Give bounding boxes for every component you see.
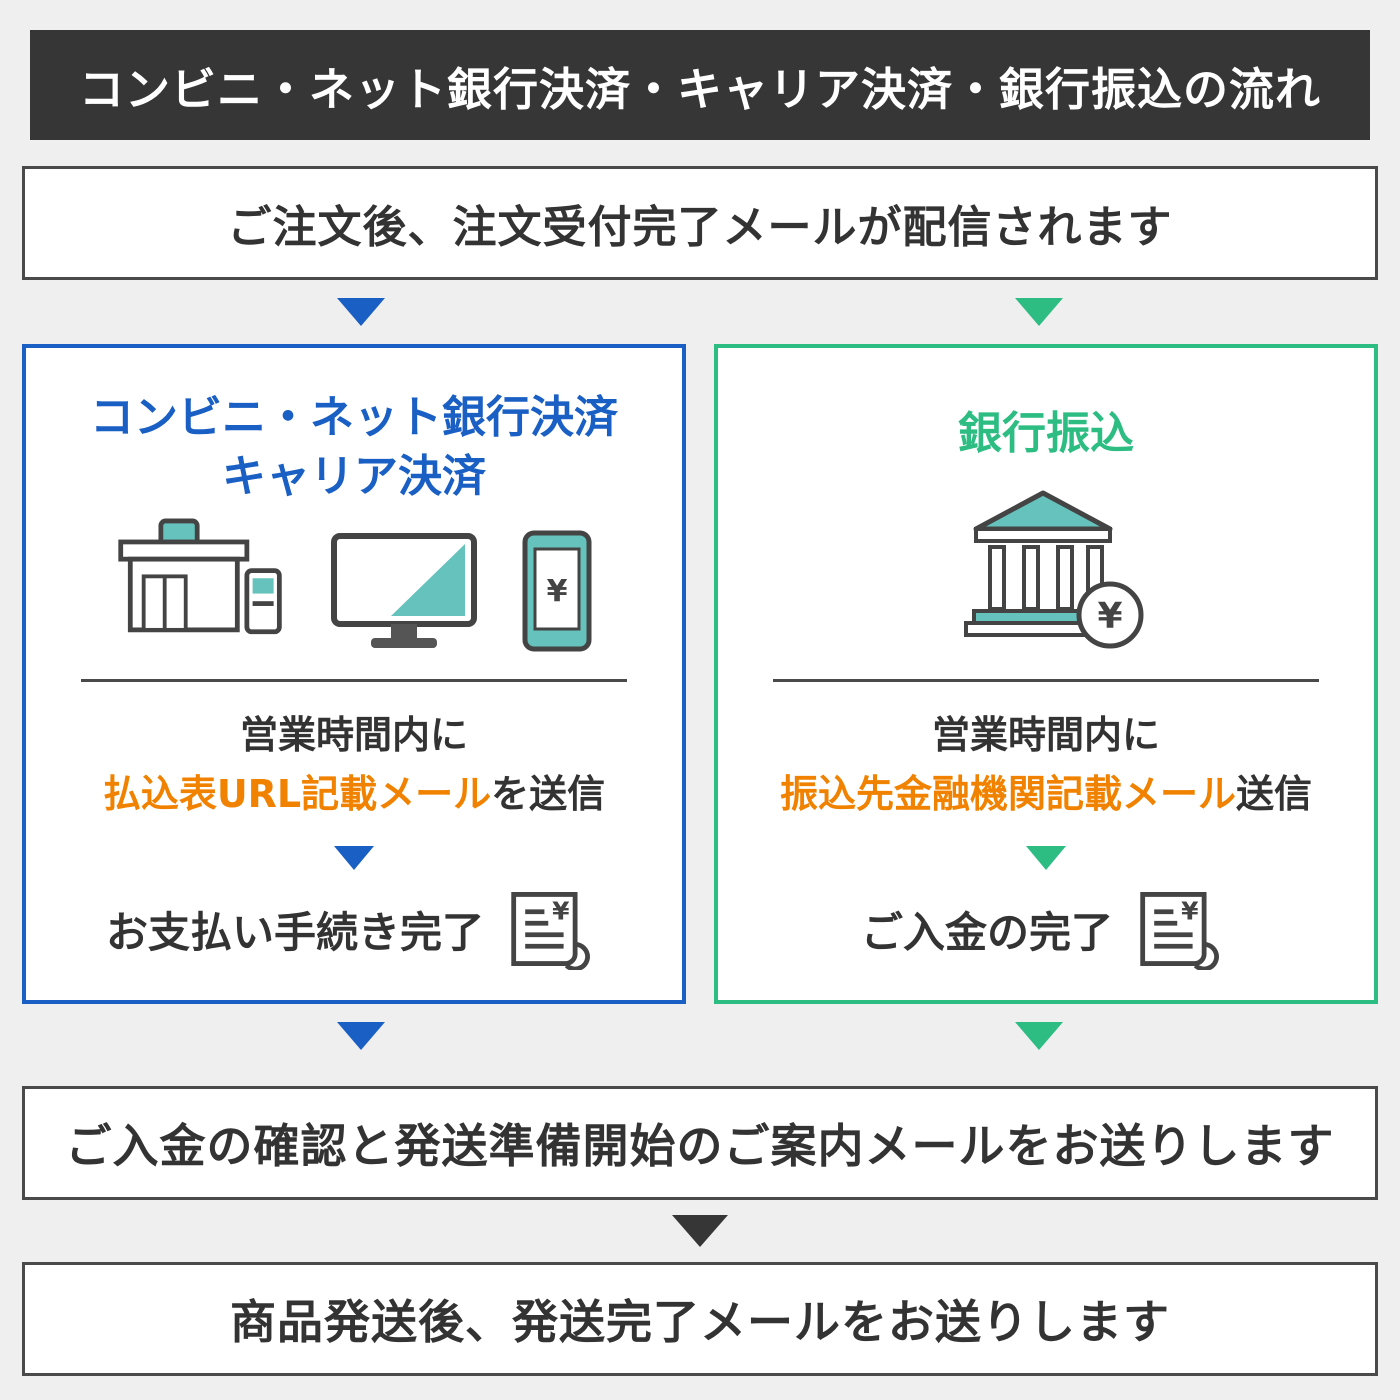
right-panel-title: 銀行振込 [958,388,1134,479]
computer-monitor-icon [331,533,477,649]
right-mail-highlight: 振込先金融機関記載メール [779,772,1236,817]
left-arrow-slot [22,298,700,326]
left-mail-highlight: 払込表URL記載メール [102,772,492,817]
bank-transfer-panel: 銀行振込 ¥ [714,344,1378,1004]
receipt-icon: ¥ [1140,892,1220,970]
page-title-text: コンビニ・ネット銀行決済・キャリア決済・銀行振込の流れ [78,62,1321,116]
order-received-text: ご注文後、注文受付完了メールが配信されます [227,202,1173,253]
left-done-text: お支払い手続き完了 [105,907,484,957]
left-mail-suffix: を送信 [491,772,606,817]
right-arrow-slot [700,298,1378,326]
left-panel-title-line2: キャリア決済 [222,451,486,502]
arrows-from-panels [22,1004,1378,1068]
down-arrow-blue-icon-2 [337,1022,385,1050]
left-panel-down-arrow-icon [334,846,374,870]
shipping-banner: 商品発送後、発送完了メールをお送りします [22,1262,1378,1376]
left-panel-title: コンビニ・ネット銀行決済 キャリア決済 [90,388,618,506]
order-received-banner: ご注文後、注文受付完了メールが配信されます [22,166,1378,280]
down-arrow-blue-icon [337,298,385,326]
left-panel-body: 営業時間内に 払込表URL記載メールを送信 [103,706,605,824]
right-mail-suffix: 送信 [1236,772,1313,817]
left-arrow-slot-2 [22,1022,700,1050]
right-panel-title-text: 銀行振込 [958,407,1134,459]
arrow-to-shipping [0,1200,1400,1262]
right-panel-down-arrow-icon [1026,846,1066,870]
shipping-text: 商品発送後、発送完了メールをお送りします [230,1295,1170,1349]
smartphone-icon: ¥ [522,530,592,652]
bank-yen-glyph: ¥ [1097,596,1122,637]
convenience-store-icon [118,518,282,635]
left-done-row: お支払い手続き完了 ¥ [106,888,602,970]
right-done-text: ご入金の完了 [860,907,1113,957]
arrows-to-panels [22,280,1378,344]
payment-confirm-text: ご入金の確認と発送準備開始のご案内メールをお送りします [65,1119,1335,1173]
right-done-row: ご入金の完了 ¥ [861,888,1231,970]
payment-confirm-banner: ご入金の確認と発送準備開始のご案内メールをお送りします [22,1086,1378,1200]
right-panel-icons: ¥ [948,487,1144,653]
down-arrow-green-icon-2 [1015,1022,1063,1050]
right-panel-divider [773,679,1319,683]
left-panel-divider [81,679,627,683]
bank-icon: ¥ [964,490,1144,649]
receipt-icon: ¥ [511,892,591,970]
convenience-net-banking-panel: コンビニ・ネット銀行決済 キャリア決済 [22,344,686,1004]
left-panel-icons: ¥ [115,514,593,653]
left-hours-text: 営業時間内に [239,713,468,758]
left-panel-title-line1: コンビニ・ネット銀行決済 [90,391,618,443]
yen-badge: ¥ [1076,581,1144,649]
smartphone-yen-glyph: ¥ [547,574,568,609]
page-title: コンビニ・ネット銀行決済・キャリア決済・銀行振込の流れ [30,30,1370,140]
receipt-yen-glyph: ¥ [552,896,570,925]
receipt-yen-glyph: ¥ [1181,896,1199,925]
right-arrow-slot-2 [700,1022,1378,1050]
down-arrow-green-icon [1015,298,1063,326]
right-hours-text: 営業時間内に [931,713,1160,758]
right-panel-body: 営業時間内に 振込先金融機関記載メール送信 [780,706,1312,824]
payment-method-panels: コンビニ・ネット銀行決済 キャリア決済 [22,344,1378,1004]
down-arrow-dark-icon [672,1215,728,1247]
